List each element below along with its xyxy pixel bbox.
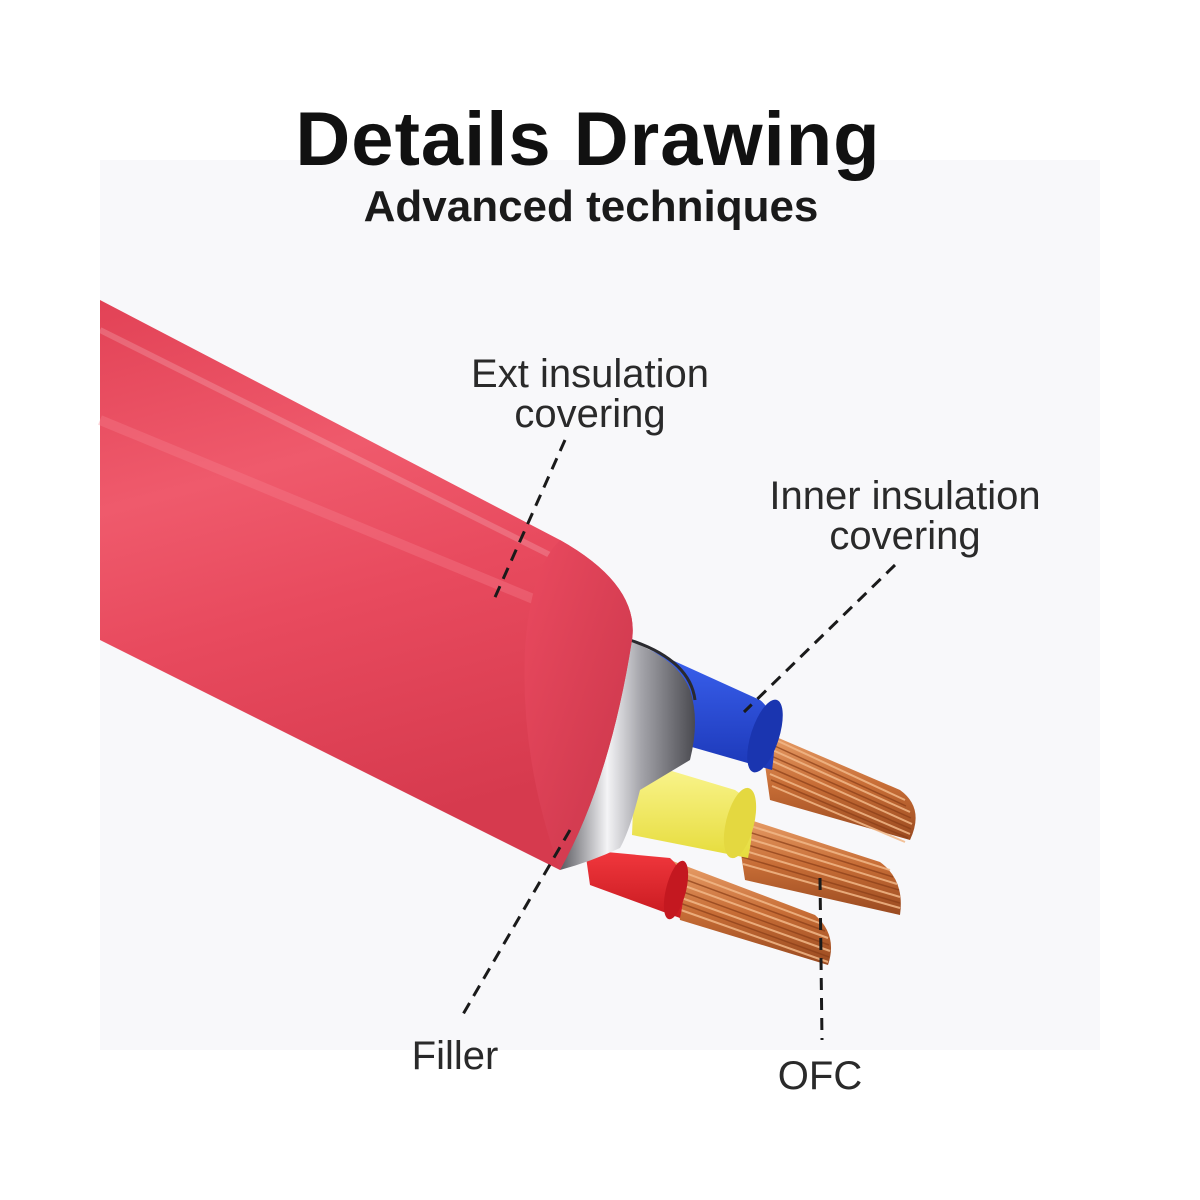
label-ext-insulation-line2: covering: [514, 392, 666, 436]
leader-ofc: [818, 877, 824, 1041]
label-inner-insulation-line2: covering: [829, 514, 981, 558]
leader-lines: [460, 439, 897, 1041]
red-inner-insulation: [585, 850, 689, 920]
label-inner-insulation: Inner insulation covering: [735, 476, 1075, 556]
label-filler: Filler: [411, 1034, 499, 1078]
label-ext-insulation-line1: Ext insulation: [471, 352, 709, 396]
page-subtitle: Advanced techniques: [363, 182, 819, 231]
copper-conductor-lower: [670, 860, 832, 965]
leader-filler: [460, 829, 572, 1017]
page-title: Details Drawing: [295, 97, 881, 182]
label-ext-insulation: Ext insulation covering: [440, 354, 740, 434]
outer-insulation-jacket: [98, 300, 633, 870]
label-ofc: OFC: [777, 1054, 863, 1098]
leader-inner-insulation: [742, 563, 897, 714]
leader-ext-insulation: [490, 439, 567, 605]
copper-conductor-upper: [760, 730, 916, 843]
yellow-inner-insulation: [632, 760, 757, 859]
label-inner-insulation-line1: Inner insulation: [769, 474, 1041, 518]
filler-shield-ring: [560, 638, 697, 870]
